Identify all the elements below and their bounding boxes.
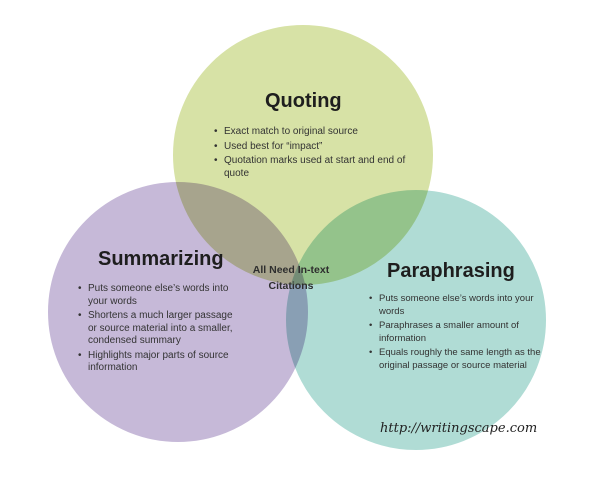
summarizing-bullets: Puts someone else’s words into your word…	[76, 283, 238, 377]
center-label-line2: Citations	[268, 280, 314, 292]
paraphrasing-title: Paraphrasing	[387, 260, 515, 282]
center-label: All Need In-text Citations	[236, 262, 346, 294]
list-item: Used best for “impact”	[214, 141, 424, 154]
paraphrasing-bullets: Puts someone else’s words into your word…	[367, 293, 544, 374]
list-item: Paraphrases a smaller amount of informat…	[369, 320, 544, 345]
center-label-line1: All Need In-text	[252, 264, 330, 276]
list-item: Puts someone else’s words into your word…	[78, 283, 238, 308]
watermark-url: http://writingscape.com	[380, 421, 538, 436]
list-item: Shortens a much larger passage or source…	[78, 310, 238, 348]
list-item: Quotation marks used at start and end of…	[214, 155, 424, 180]
list-item: Equals roughly the same length as the or…	[369, 347, 544, 372]
list-item: Highlights major parts of source informa…	[78, 350, 238, 375]
list-item: Puts someone else’s words into your word…	[369, 293, 544, 318]
quoting-bullets: Exact match to original source Used best…	[212, 126, 424, 182]
quoting-title: Quoting	[265, 90, 342, 112]
summarizing-title: Summarizing	[98, 248, 224, 270]
list-item: Exact match to original source	[214, 126, 424, 139]
